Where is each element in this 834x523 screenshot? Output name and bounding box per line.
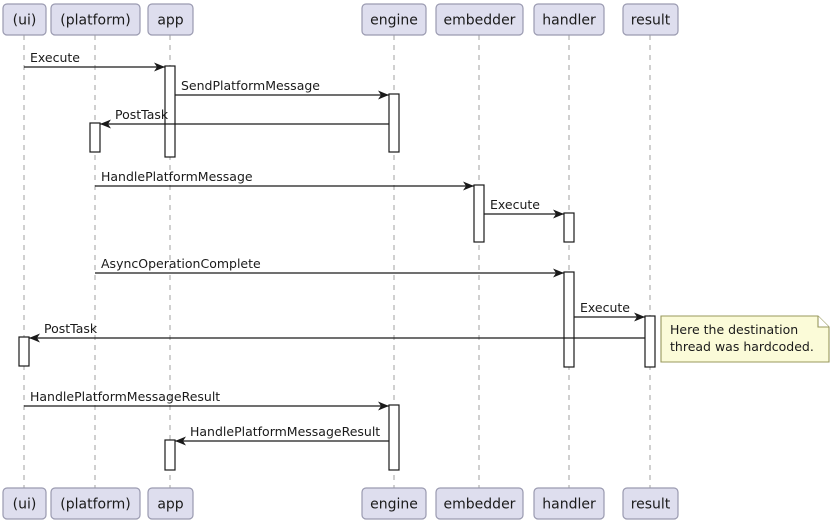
participant-label: handler <box>542 13 596 29</box>
participant-label: engine <box>370 497 418 513</box>
message-label: Execute <box>490 197 540 212</box>
arrow-head <box>553 209 564 219</box>
participant-box[interactable] <box>2 487 47 520</box>
activation-bar-app <box>164 65 176 158</box>
arrow-head <box>175 436 186 446</box>
message-m1: Execute <box>24 50 165 72</box>
arrow-head <box>634 312 645 322</box>
activation-bar-handler <box>563 212 575 243</box>
message-m8: PostTask <box>29 321 645 343</box>
participant-box[interactable] <box>622 487 679 520</box>
participant-label: embedder <box>444 497 516 513</box>
participant-ui-top[interactable]: (ui) <box>2 3 47 36</box>
participant-label: (ui) <box>13 497 37 513</box>
participant-engine-bottom[interactable]: engine <box>361 487 427 520</box>
message-m10: HandlePlatformMessageResult <box>175 424 389 446</box>
participant-box[interactable] <box>435 3 524 36</box>
participant-box[interactable] <box>50 487 141 520</box>
participant-label: app <box>157 497 183 513</box>
participant-box[interactable] <box>361 487 427 520</box>
note-fold-corner <box>817 316 829 328</box>
participant-app-top[interactable]: app <box>147 3 194 36</box>
participant-box[interactable] <box>533 487 605 520</box>
note-line-1: Here the destination <box>670 322 798 337</box>
note-body <box>660 315 830 363</box>
participant-box[interactable] <box>147 3 194 36</box>
participant-box[interactable] <box>533 3 605 36</box>
participant-embedder-bottom[interactable]: embedder <box>435 487 524 520</box>
participants-top-group: (ui) (platform) app engine embedder handler re… <box>2 3 679 36</box>
message-label: PostTask <box>115 107 169 122</box>
arrow-head <box>154 62 165 72</box>
message-label: HandlePlatformMessage <box>101 169 253 184</box>
activation-bar-engine <box>388 93 400 153</box>
participant-label: (ui) <box>13 13 37 29</box>
participant-app-bottom[interactable]: app <box>147 487 194 520</box>
arrow-head <box>553 268 564 278</box>
arrow-head <box>463 181 474 191</box>
message-m3: PostTask <box>100 107 389 129</box>
activation-bar-handler <box>563 271 575 368</box>
activation-bar-result <box>644 315 656 368</box>
participant-platform-top[interactable]: (platform) <box>50 3 141 36</box>
notes-group: Here the destination thread was hardcoded… <box>660 315 830 363</box>
participant-label: handler <box>542 497 596 513</box>
note-note-1: Here the destination thread was hardcoded… <box>660 315 830 363</box>
message-m2: SendPlatformMessage <box>175 78 389 100</box>
activation-bar-engine <box>388 404 400 471</box>
note-line-2: thread was hardcoded. <box>670 339 814 354</box>
arrow-head <box>100 119 111 129</box>
message-label: HandlePlatformMessageResult <box>30 389 220 404</box>
participant-label: engine <box>370 13 418 29</box>
participant-label: app <box>157 13 183 29</box>
message-label: AsyncOperationComplete <box>101 256 261 271</box>
participant-embedder-top[interactable]: embedder <box>435 3 524 36</box>
activation-bar-app <box>164 439 176 471</box>
message-label: SendPlatformMessage <box>181 78 320 93</box>
activations-group <box>18 65 656 471</box>
participant-handler-top[interactable]: handler <box>533 3 605 36</box>
arrow-head <box>378 401 389 411</box>
message-m6: AsyncOperationComplete <box>95 256 564 278</box>
participant-label: embedder <box>444 13 516 29</box>
participant-box[interactable] <box>435 487 524 520</box>
activation-bar-embedder <box>473 184 485 243</box>
participant-box[interactable] <box>622 3 679 36</box>
message-m4: HandlePlatformMessage <box>95 169 474 191</box>
message-label: HandlePlatformMessageResult <box>190 424 380 439</box>
participant-result-top[interactable]: result <box>622 3 679 36</box>
activation-bar-platform <box>89 122 101 153</box>
participant-result-bottom[interactable]: result <box>622 487 679 520</box>
participant-label: (platform) <box>60 13 130 29</box>
participant-label: result <box>631 13 671 29</box>
participant-box[interactable] <box>147 487 194 520</box>
message-m5: Execute <box>484 197 564 219</box>
message-label: PostTask <box>44 321 98 336</box>
message-label: Execute <box>30 50 80 65</box>
participant-label: result <box>631 497 671 513</box>
messages-group: ExecuteSendPlatformMessagePostTaskHandle… <box>24 50 645 446</box>
participant-box[interactable] <box>50 3 141 36</box>
message-label: Execute <box>580 300 630 315</box>
message-m9: HandlePlatformMessageResult <box>24 389 389 411</box>
participant-engine-top[interactable]: engine <box>361 3 427 36</box>
participant-ui-bottom[interactable]: (ui) <box>2 487 47 520</box>
message-m7: Execute <box>574 300 645 322</box>
participant-box[interactable] <box>361 3 427 36</box>
arrow-head <box>378 90 389 100</box>
activation-bar-ui <box>18 336 30 367</box>
arrow-head <box>29 333 40 343</box>
participant-box[interactable] <box>2 3 47 36</box>
participant-platform-bottom[interactable]: (platform) <box>50 487 141 520</box>
participant-label: (platform) <box>60 497 130 513</box>
participant-handler-bottom[interactable]: handler <box>533 487 605 520</box>
participants-bottom-group: (ui) (platform) app engine embedder handler re… <box>2 487 679 520</box>
